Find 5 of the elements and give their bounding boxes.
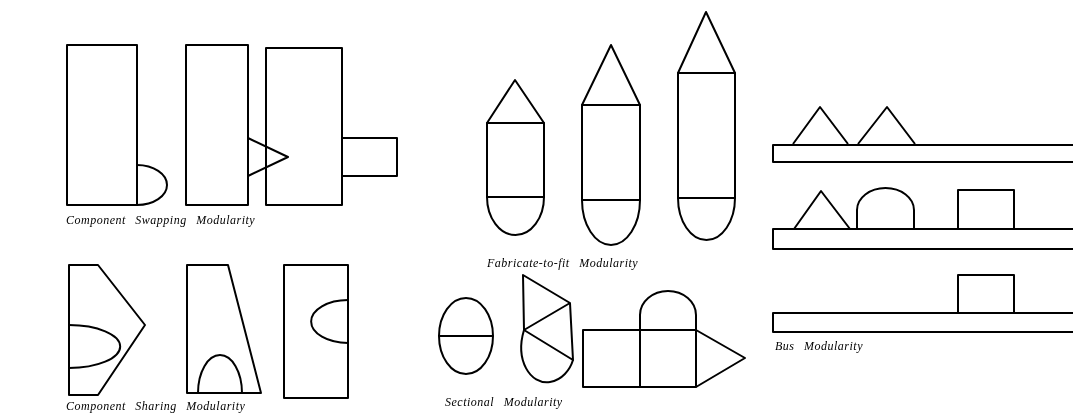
caption: Sectional Modularity — [445, 394, 563, 410]
caption: Bus Modularity — [775, 338, 863, 354]
caption: Component Swapping Modularity — [66, 212, 256, 228]
caption: Component Sharing Modularity — [66, 398, 246, 414]
caption: Fabricate-to-fit Modularity — [487, 255, 639, 271]
